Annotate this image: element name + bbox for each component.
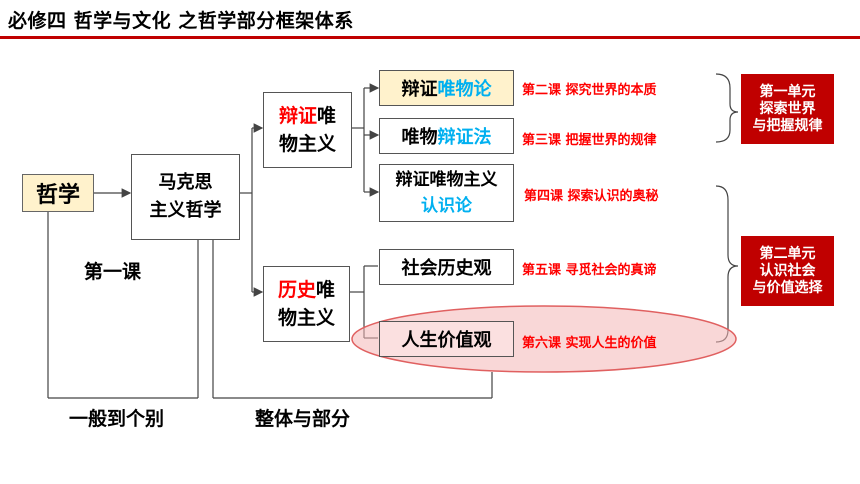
lesson1-label: 第一课 <box>84 261 142 283</box>
historical-red: 历史 <box>277 279 316 301</box>
dialectical-materialism-box: 辩证唯 物主义 <box>263 92 352 168</box>
dialectical-line2: 物主义 <box>278 133 336 155</box>
title-underline <box>0 36 860 39</box>
lesson-2: 第二课 探究世界的本质 <box>522 83 657 98</box>
lesson-4: 第四课 探索认识的奥秘 <box>524 189 659 204</box>
page-title: 必修四 哲学与文化 之哲学部分框架体系 <box>8 10 354 32</box>
item-materialist-dialectics: 唯物辩证法 <box>379 118 514 154</box>
item-dialectical-materialism: 辩证唯物论 <box>379 70 514 106</box>
dialectical-rest: 唯 <box>317 105 337 127</box>
bottom-right-label: 整体与部分 <box>255 408 351 430</box>
unit-1-box: 第一单元 探索世界 与把握规律 <box>741 74 834 144</box>
bottom-left-label: 一般到个别 <box>69 408 165 430</box>
item-social-history: 社会历史观 <box>379 249 514 285</box>
dialectical-red: 辩证 <box>278 105 317 127</box>
historical-line2: 物主义 <box>277 307 335 329</box>
marxist-philosophy-box: 马克思 主义哲学 <box>131 154 240 240</box>
marxist-line1: 马克思 <box>158 172 213 193</box>
lesson-6: 第六课 实现人生的价值 <box>522 336 657 351</box>
historical-materialism-box: 历史唯 物主义 <box>263 266 350 342</box>
root-philosophy-box: 哲学 <box>22 174 94 212</box>
unit-2-box: 第二单元 认识社会 与价值选择 <box>741 236 834 306</box>
item-life-values: 人生价值观 <box>379 321 514 357</box>
marxist-line2: 主义哲学 <box>149 200 222 221</box>
item-epistemology: 辩证唯物主义 认识论 <box>379 164 514 222</box>
lesson-3: 第三课 把握世界的规律 <box>522 133 657 148</box>
lesson-5: 第五课 寻觅社会的真谛 <box>522 263 657 278</box>
historical-rest: 唯 <box>316 279 336 301</box>
